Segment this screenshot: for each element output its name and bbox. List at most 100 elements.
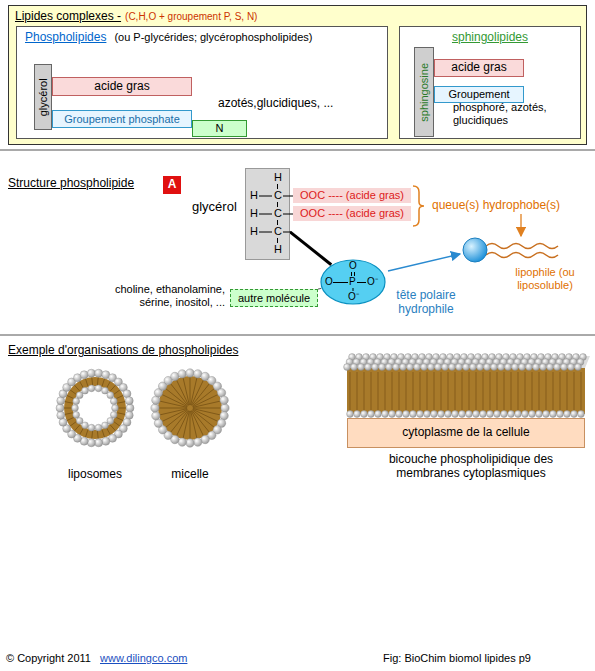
node-title: sphingolipides — [452, 30, 528, 44]
part-label: glycérol — [192, 199, 237, 215]
lipid-head — [438, 411, 445, 418]
lipid-head — [186, 439, 194, 447]
lipid-tail — [553, 372, 554, 410]
lipid-tail — [116, 417, 123, 420]
lipid-head — [403, 411, 410, 418]
lipid-head — [73, 411, 80, 418]
bond — [277, 184, 278, 189]
bond — [259, 196, 272, 197]
lipid-head — [456, 364, 463, 371]
lipid-tail — [469, 372, 470, 410]
lipid-tail — [434, 372, 435, 410]
lipid-tail — [65, 402, 73, 404]
side-note: azotés,glucidiques, ... — [218, 96, 393, 110]
bond — [259, 214, 272, 215]
lipid-head — [568, 364, 575, 371]
lipid-head — [95, 369, 103, 377]
pointer-arrow — [520, 214, 521, 236]
lipid-head — [445, 411, 452, 418]
lipid-head — [571, 411, 578, 418]
bilayer-core — [347, 368, 585, 414]
lipid-tail — [183, 378, 189, 405]
separator — [0, 335, 595, 336]
lipid-head — [519, 364, 526, 371]
lipid-head — [220, 412, 228, 420]
lipid-tail — [364, 372, 365, 410]
node-text: H — [250, 207, 258, 220]
lipid-head — [386, 364, 393, 371]
lipid-head — [88, 385, 95, 392]
lipid-tail — [191, 380, 203, 405]
section-heading: Structure phospholipide — [8, 176, 134, 190]
lipid-head — [347, 411, 354, 418]
lipid-tail — [67, 417, 74, 420]
lipid-head — [473, 411, 480, 418]
bond — [277, 220, 278, 225]
lipid-head — [73, 398, 80, 405]
lipid-tail — [504, 372, 505, 410]
lipid-head — [72, 405, 79, 412]
lipid-tail — [483, 372, 484, 410]
bond-connector — [290, 232, 331, 265]
node-text: Groupement phosphate — [64, 113, 180, 126]
lipid-head — [354, 411, 361, 418]
lipid-tail — [162, 409, 187, 421]
lipid-tail — [518, 372, 519, 410]
lipid-tail — [107, 381, 111, 388]
lipid-head — [505, 364, 512, 371]
node-text: sphingosine — [418, 63, 431, 122]
lipid-tail — [413, 372, 414, 410]
lipid-tail — [420, 372, 421, 410]
node-text: H — [274, 243, 282, 256]
lipid-head — [220, 396, 228, 404]
lipid-head — [201, 435, 209, 443]
lipid-head — [221, 404, 229, 412]
side-note: phosphoré, azotés, glucidiques — [453, 101, 553, 127]
lipid-tail — [350, 372, 351, 410]
lipid-tail — [102, 379, 104, 387]
node-subtitle: (ou P-glycérides; glycérophospholipides) — [114, 31, 312, 43]
lipid-head — [498, 364, 505, 371]
glycerol-structure: HHCHCHCH — [245, 168, 290, 260]
liposome-lumen — [73, 386, 117, 430]
lipid-tail — [162, 395, 187, 407]
polar-head — [463, 238, 487, 262]
lipid-tail — [160, 409, 187, 415]
lipid-head — [379, 364, 386, 371]
lipid-tail — [448, 372, 449, 410]
lipid-head — [382, 411, 389, 418]
nitrogen-box: N — [192, 120, 247, 137]
lipid-head — [76, 392, 83, 399]
lipid-head — [536, 411, 543, 418]
node-text: autre molécule — [238, 292, 310, 305]
lipid-tail — [525, 372, 526, 410]
lipid-head — [95, 439, 103, 447]
lipid-head — [396, 411, 403, 418]
node-text: acide gras — [94, 80, 149, 94]
lipid-head — [410, 411, 417, 418]
node-text: Groupement — [448, 88, 509, 101]
lipid-head — [491, 364, 498, 371]
node-text: OOC ---- (acide gras) — [300, 207, 404, 220]
lipid-tail — [399, 372, 400, 410]
lipid-tail — [567, 372, 568, 410]
lipid-tail — [74, 425, 79, 431]
lipid-head — [375, 411, 382, 418]
lipid-tail — [85, 430, 87, 438]
lipid-tail — [490, 372, 491, 410]
lipid-head — [57, 411, 65, 419]
lipid-tail — [190, 377, 191, 405]
part-label: tête polaire hydrophile — [384, 288, 468, 317]
lipid-tail — [110, 425, 115, 431]
group-bar: Groupement — [434, 86, 524, 103]
figure-caption: micelle — [160, 467, 220, 481]
node-text: H — [274, 171, 282, 184]
ester-box: OOC ---- (acide gras) — [293, 188, 411, 203]
lipid-head — [125, 397, 133, 405]
copyright-note: © Copyright 2011 — [6, 652, 91, 665]
lipid-tail — [118, 408, 126, 409]
lipid-head — [487, 411, 494, 418]
lipid-tail — [371, 372, 372, 410]
lipid-tail — [74, 385, 79, 391]
lipid-head — [194, 438, 202, 446]
